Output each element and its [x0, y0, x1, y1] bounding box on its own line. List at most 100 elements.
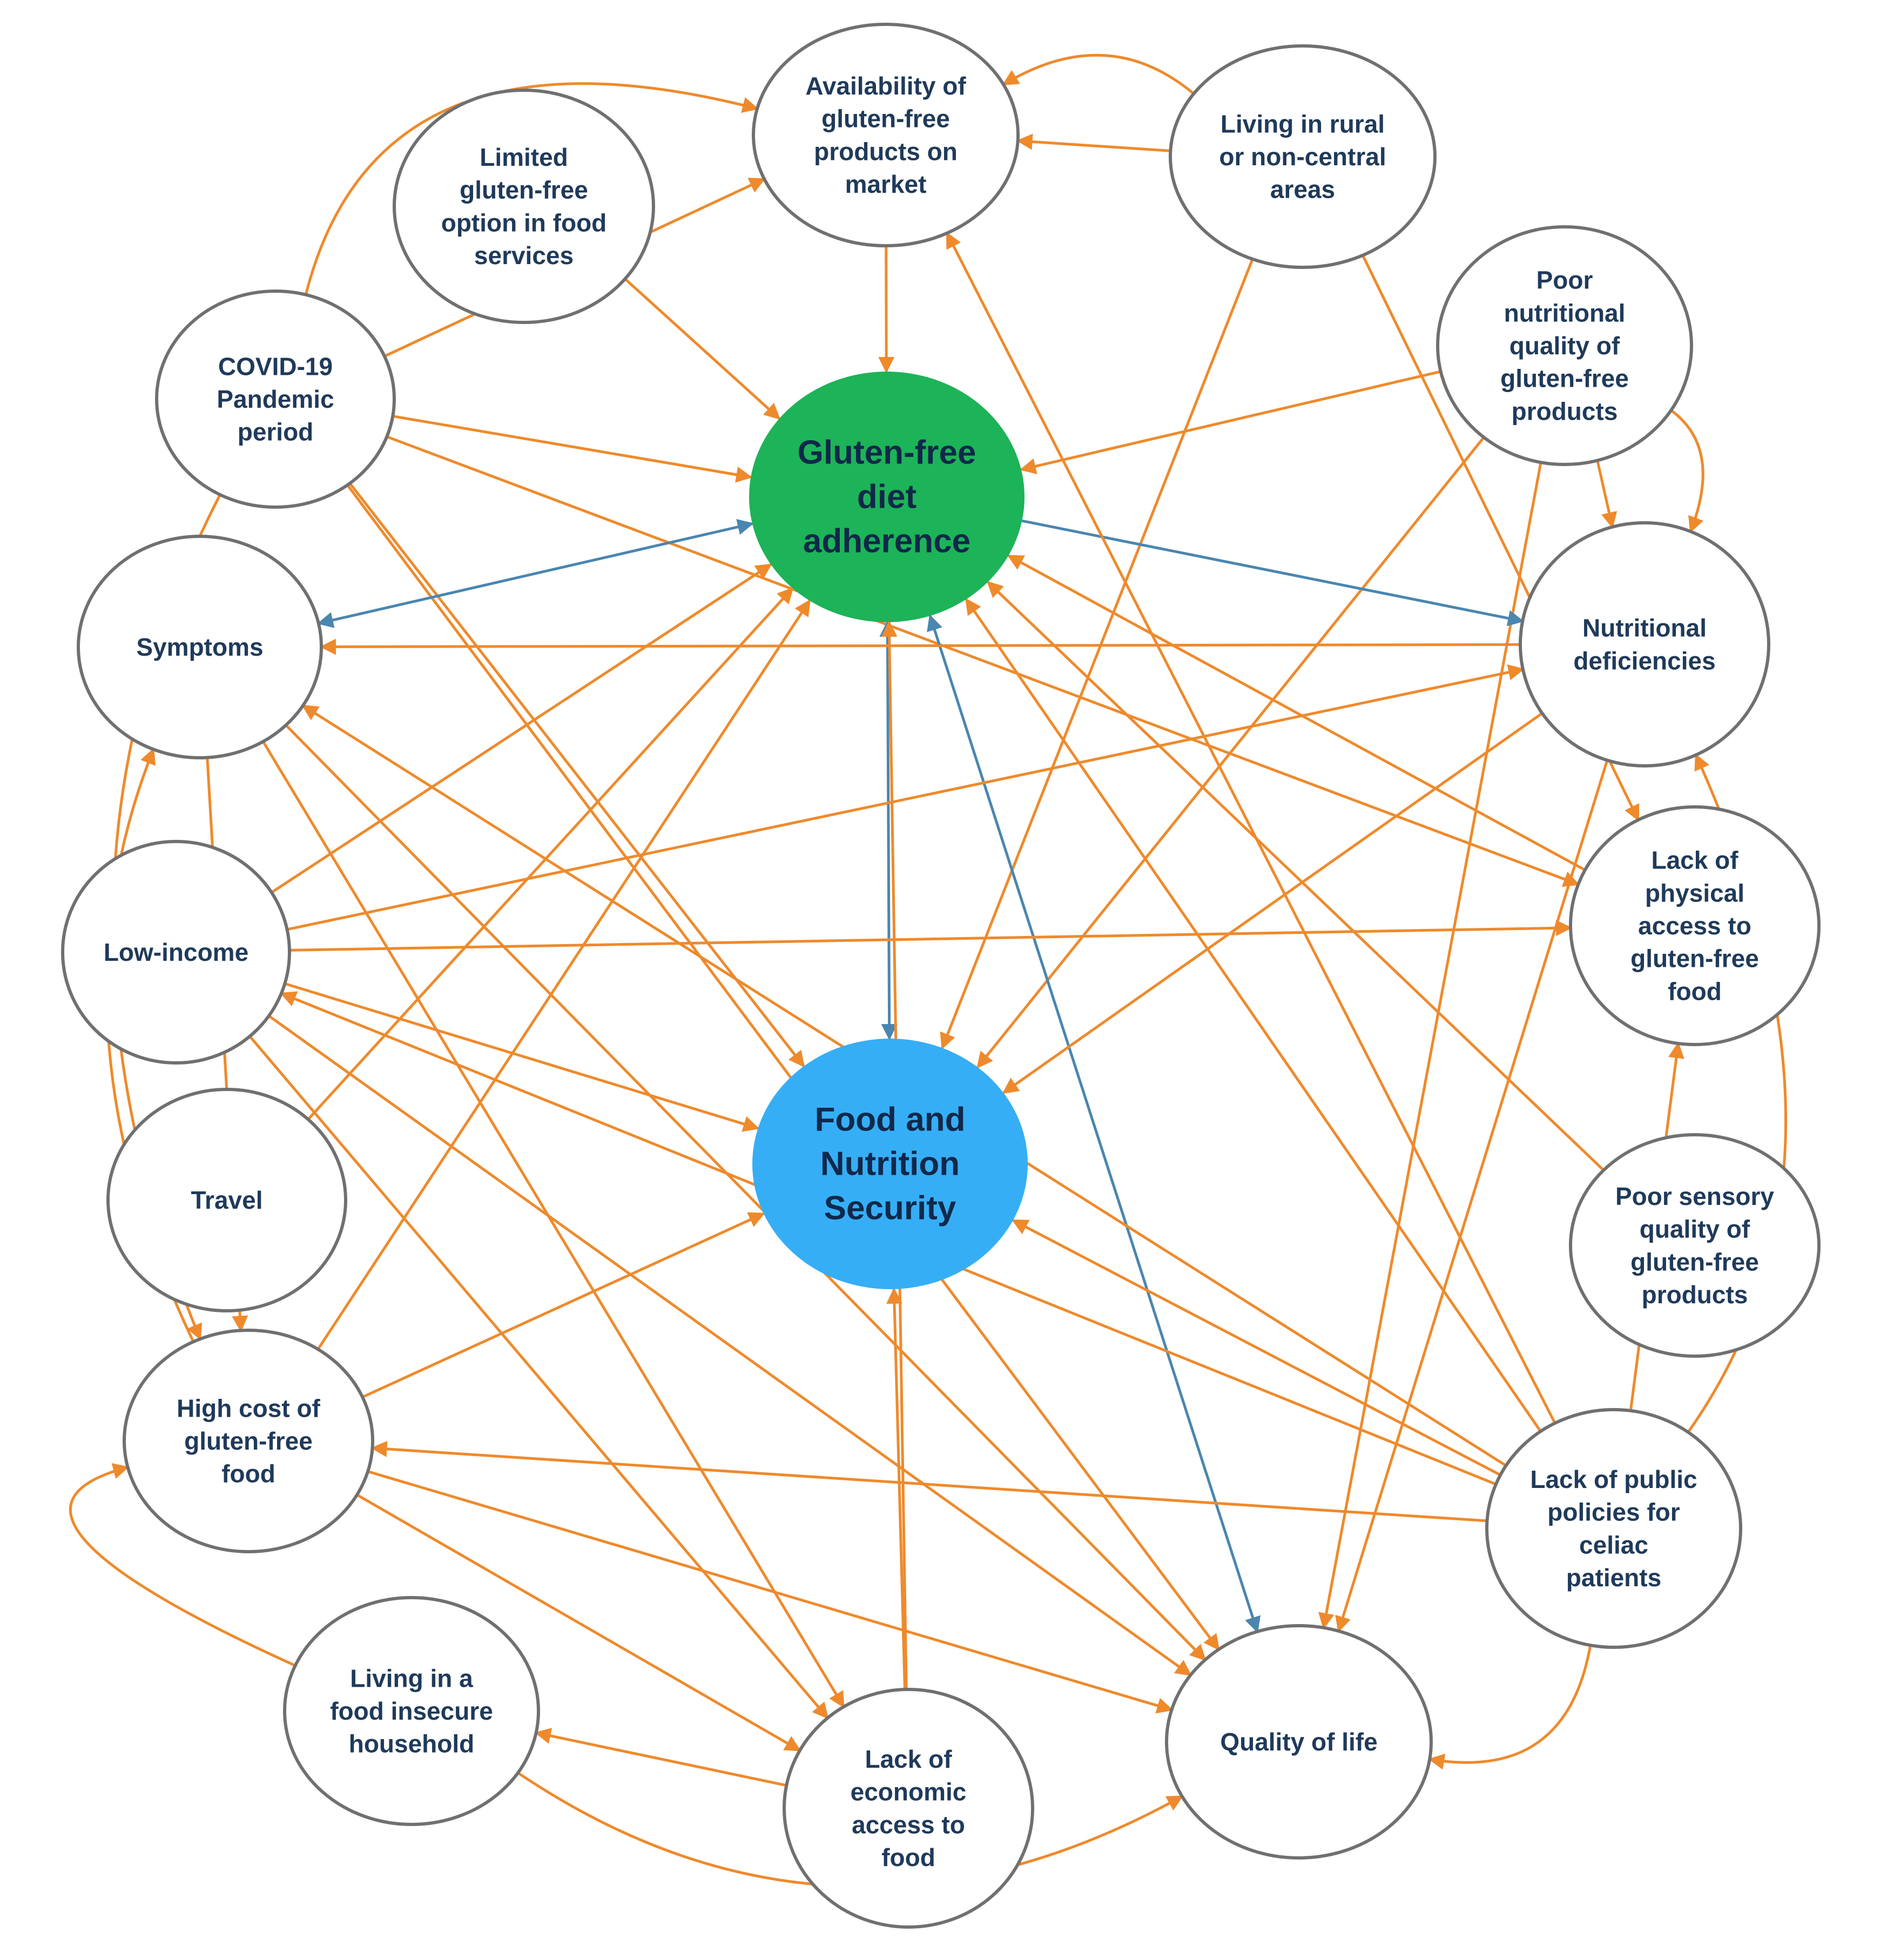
node-label-rural-line-2: areas [1270, 176, 1335, 204]
edge-public_policies-to-fns [1012, 1219, 1501, 1477]
edge-gfd-to-nutritional_def [1021, 519, 1525, 627]
node-label-low_income-line-0: Low-income [104, 938, 248, 966]
node-rural: Living in rural or non-central areas [1169, 44, 1437, 269]
node-label-insecure_household-line-1: food insecure [330, 1697, 493, 1725]
edge-physical_access-to-gfd [1007, 554, 1586, 872]
node-physical_access: Lack of physical access to gluten-free food [1569, 805, 1821, 1046]
node-circle-public_policies [1485, 1408, 1742, 1649]
node-label-physical_access-line-1: physical [1645, 879, 1744, 907]
node-label-nutritional_def-line-0: Nutritional [1582, 614, 1707, 642]
curved-edge-public_policies-to-qol [1428, 1645, 1592, 1770]
node-label-economic_access-line-1: economic [851, 1778, 967, 1806]
edge-low_income-to-fns [284, 982, 760, 1132]
curved-edge-rural-to-availability [1002, 53, 1195, 95]
edge-gfd-to-qol [927, 614, 1261, 1633]
node-label-sensory-line-1: quality of [1640, 1215, 1750, 1243]
node-label-poor_nutritional-line-3: gluten-free [1500, 365, 1629, 393]
edge-symptoms-to-economic_access [262, 740, 845, 1708]
node-availability: Availability of gluten-free products on mar… [752, 23, 1020, 247]
node-label-physical_access-line-2: access to [1638, 912, 1751, 940]
edge-public_policies-to-gfd [965, 598, 1542, 1432]
node-label-gfd-line-2: adherence [803, 522, 971, 560]
node-label-economic_access-line-3: food [881, 1843, 935, 1871]
node-circle-low_income [61, 840, 291, 1065]
edge-covid-to-gfd [392, 415, 753, 483]
node-label-fns-line-2: Security [824, 1189, 956, 1227]
node-label-public_policies-line-3: patients [1566, 1564, 1661, 1592]
node-label-availability-line-1: gluten-free [821, 105, 950, 133]
node-label-symptoms-line-0: Symptoms [136, 633, 263, 661]
node-circle-travel [106, 1088, 347, 1312]
node-circle-symptoms [77, 535, 323, 759]
node-low_income: Low-income [61, 840, 291, 1065]
edge-high_cost-to-gfd [316, 599, 811, 1350]
node-label-availability-line-0: Availability of [805, 72, 966, 100]
node-label-travel-line-0: Travel [191, 1186, 263, 1214]
node-label-rural-line-1: or non-central [1219, 143, 1386, 171]
node-label-availability-line-2: products on [814, 137, 958, 165]
edge-limited-to-gfd [624, 278, 781, 420]
node-label-covid-line-2: period [238, 418, 314, 446]
node-label-limited-line-3: services [474, 241, 574, 270]
node-label-high_cost-line-2: food [221, 1460, 275, 1488]
edge-gfd-to-fns [879, 620, 898, 1041]
node-label-rural-line-0: Living in rural [1221, 110, 1385, 138]
edge-gfd-to-symptoms [316, 518, 754, 628]
node-label-public_policies-line-0: Lack of public [1530, 1465, 1697, 1493]
node-label-covid-line-1: Pandemic [217, 385, 334, 413]
node-label-fns-line-0: Food and [815, 1101, 966, 1139]
node-circle-gfd [749, 372, 1025, 622]
edge-public_policies-to-availability [946, 232, 1556, 1424]
node-label-poor_nutritional-line-4: products [1512, 397, 1618, 425]
node-label-sensory-line-2: gluten-free [1630, 1248, 1759, 1276]
node-label-physical_access-line-0: Lack of [1651, 846, 1738, 874]
edge-rural-to-availability [1016, 133, 1171, 152]
node-label-economic_access-line-0: Lack of [865, 1745, 952, 1773]
edge-low_income-to-physical_access [289, 920, 1573, 952]
node-circle-insecure_household [283, 1596, 540, 1826]
node-label-physical_access-line-3: gluten-free [1630, 945, 1759, 973]
edge-public_policies-to-high_cost [370, 1440, 1487, 1523]
node-label-poor_nutritional-line-1: nutritional [1504, 299, 1626, 327]
edge-economic_access-to-fns [886, 1287, 906, 1690]
node-circle-availability [752, 23, 1020, 247]
node-circle-nutritional_def [1519, 521, 1770, 767]
node-circle-sensory [1569, 1133, 1821, 1358]
node-circle-limited [393, 89, 655, 324]
node-label-limited-line-2: option in food [441, 208, 607, 237]
node-label-qol-line-0: Quality of life [1220, 1728, 1377, 1756]
node-symptoms: Symptoms [77, 535, 323, 759]
node-label-high_cost-line-1: gluten-free [184, 1427, 313, 1455]
node-circle-poor_nutritional [1436, 225, 1693, 466]
edge-poor_nutritional-to-qol [1318, 462, 1542, 1629]
node-label-limited-line-0: Limited [480, 143, 568, 171]
node-label-gfd-line-0: Gluten-free [798, 434, 976, 472]
edge-low_income-to-qol [268, 1014, 1192, 1676]
node-label-insecure_household-line-2: household [349, 1730, 475, 1758]
edge-low_income-to-gfd [271, 563, 772, 894]
edge-high_cost-to-fns [362, 1212, 765, 1399]
curved-edge-insecure_household-to-high_cost [69, 1463, 296, 1667]
edge-low_income-to-economic_access [248, 1035, 829, 1720]
node-circle-physical_access [1569, 805, 1821, 1046]
node-label-limited-line-1: gluten-free [460, 176, 588, 204]
edge-symptoms-to-qol [285, 724, 1207, 1661]
node-label-physical_access-line-4: food [1668, 977, 1722, 1005]
node-circle-covid [155, 289, 396, 509]
node-circle-rural [1169, 44, 1437, 269]
node-label-poor_nutritional-line-2: quality of [1509, 332, 1620, 360]
node-qol: Quality of life [1165, 1624, 1433, 1860]
curved-edge-poor_nutritional-to-nutritional_def [1670, 409, 1704, 533]
node-circle-qol [1165, 1624, 1433, 1860]
node-label-fns-line-1: Nutrition [820, 1146, 960, 1183]
edge-low_income-to-nutritional_def [287, 664, 1525, 931]
node-label-availability-line-3: market [845, 170, 927, 198]
